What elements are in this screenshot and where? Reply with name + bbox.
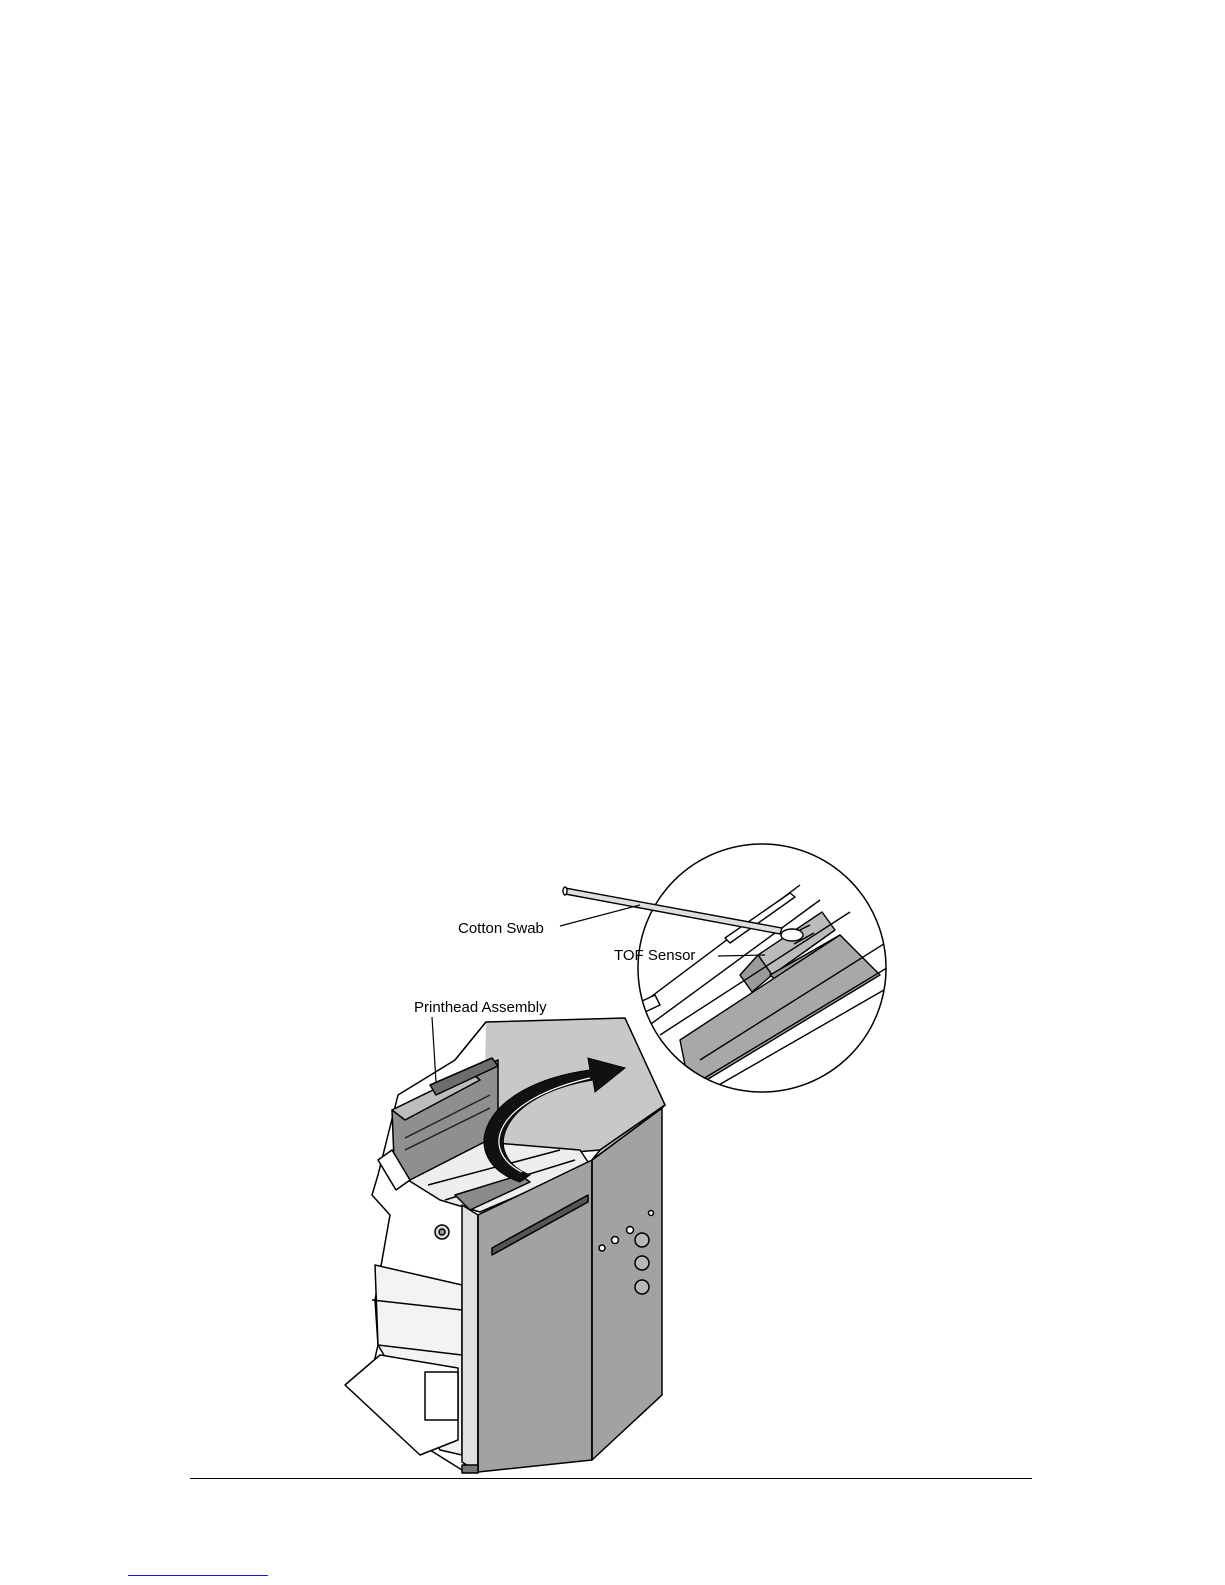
label-tof-sensor: TOF Sensor [614,947,695,964]
label-printhead-assembly: Printhead Assembly [414,999,547,1016]
label-cotton-swab: Cotton Swab [458,920,544,937]
footer-divider [190,1478,1032,1479]
printer-body [345,1018,665,1473]
detail-circle [620,844,910,1092]
footer-link-underline[interactable] [128,1575,268,1576]
